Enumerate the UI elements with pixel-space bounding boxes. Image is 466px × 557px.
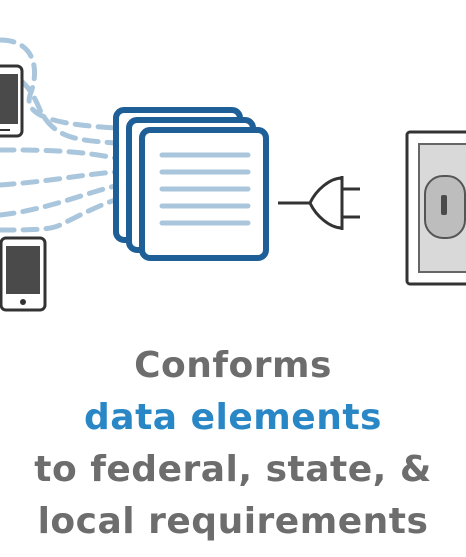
caption-line-3: to federal, state, &: [34, 449, 432, 490]
caption-line-2-highlight: data elements: [84, 397, 382, 438]
phone-icon: [0, 64, 24, 138]
wall-outlet-icon: [405, 130, 466, 286]
data-flow-lines: [0, 37, 118, 233]
caption: Conforms data elements to federal, state…: [0, 340, 466, 548]
plug-icon: [278, 176, 360, 230]
diagram: [0, 37, 466, 312]
document-stack-icon: [113, 107, 269, 261]
caption-line-1: Conforms: [134, 345, 332, 386]
phone-icon: [0, 236, 47, 312]
caption-line-4: local requirements: [37, 501, 429, 542]
